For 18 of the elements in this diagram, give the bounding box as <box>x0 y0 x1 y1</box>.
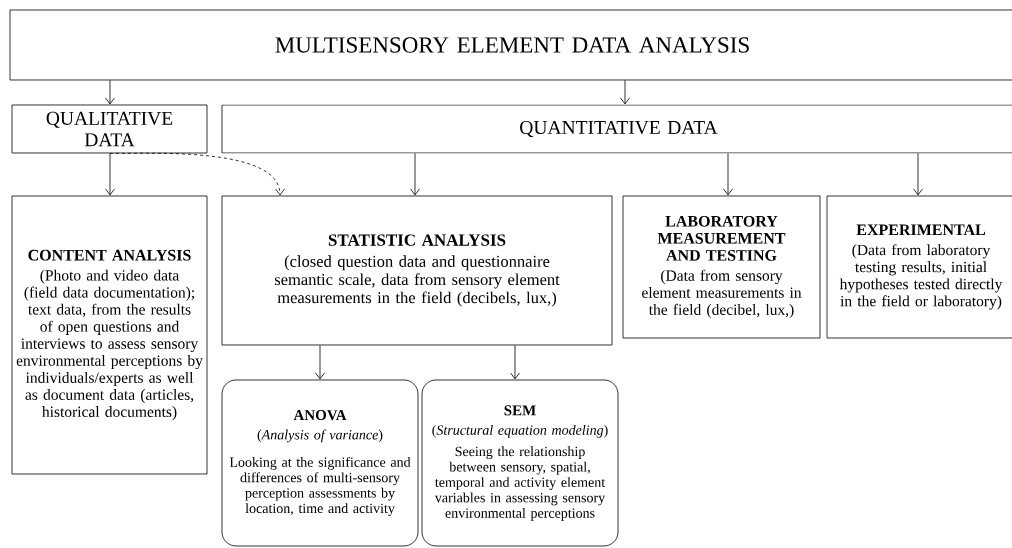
arrow <box>723 153 733 196</box>
method-box: LABORATORY MEASUREMENT AND TESTING (Data from sensory element measurements in the field (decibel, lux,) <box>622 195 821 339</box>
category-box: QUANTITATIVE DATA <box>221 104 1012 154</box>
analysis-box: SEM (Structural equation modeling) Seeing the relationship between sensory, spatial, temporal and activity element variables in assessing sensory environmental perceptions <box>421 379 619 547</box>
method-box: CONTENT ANALYSIS (Photo and video data (field data documentation); text data, from the results of open questions and interviews to assess sensory environmental perceptions by individuals/experts as well as document data (articles, historical documents) <box>11 195 208 475</box>
arrow <box>315 345 325 380</box>
dashed-arrow <box>109 152 285 196</box>
method-box: STATISTIC ANALYSIS (closed question data and questionnaire semantic scale, data from sensory element measurements in the field (decibels, lux,) <box>221 195 613 346</box>
arrow <box>105 153 115 196</box>
arrow <box>913 153 923 196</box>
arrow <box>510 345 520 380</box>
arrow <box>620 80 630 105</box>
analysis-box: ANOVA (Analysis of variance) Looking at the significance and differences of multi-sensory perception assessments by location, time and activity <box>221 379 419 547</box>
title-box: MULTISENSORY ELEMENT DATA ANALYSIS <box>9 9 1012 81</box>
arrow <box>105 80 115 105</box>
method-box: EXPERIMENTAL (Data from laboratory testing results, initial hypotheses tested directly in the field or laboratory) <box>826 195 1012 339</box>
category-box: QUALITATIVE DATA <box>11 104 208 154</box>
arrow <box>410 153 420 196</box>
